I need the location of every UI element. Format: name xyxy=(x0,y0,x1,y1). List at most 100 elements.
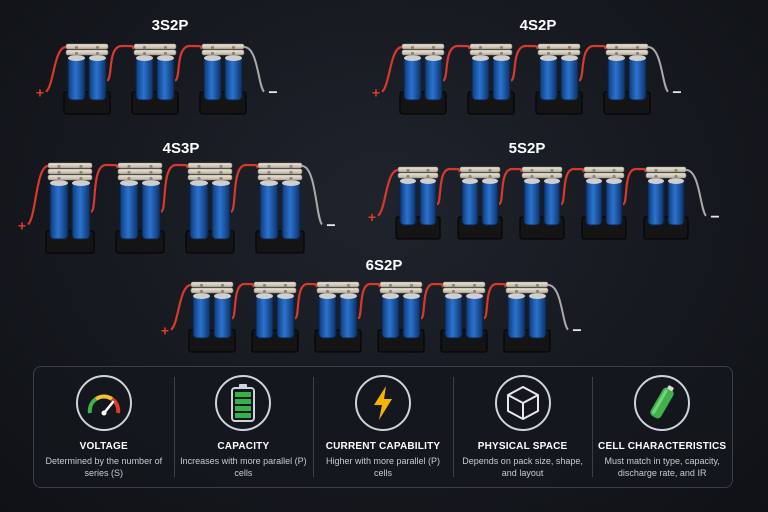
spot-weld xyxy=(199,289,204,294)
spot-weld xyxy=(635,51,640,56)
positive-lead xyxy=(45,45,67,93)
cell-cap xyxy=(668,178,684,184)
spot-weld xyxy=(409,289,414,294)
spot-weld xyxy=(95,51,100,56)
spot-weld xyxy=(289,170,293,175)
cell-cap xyxy=(277,293,294,299)
spot-weld xyxy=(550,174,554,179)
series-wire xyxy=(559,167,585,206)
spot-weld xyxy=(406,168,410,173)
battery-cell xyxy=(71,180,91,240)
nickel-strip xyxy=(187,168,233,175)
design-factors-panel: VOLTAGE Determined by the number of seri… xyxy=(33,366,733,488)
nickel-strip xyxy=(442,281,486,288)
cell-cap xyxy=(382,293,399,299)
factor-title: PHYSICAL SPACE xyxy=(477,441,568,452)
battery-cell xyxy=(224,55,243,101)
battery-cell xyxy=(88,55,107,101)
positive-terminal-label: + xyxy=(18,217,26,233)
series-wire xyxy=(577,44,607,82)
spot-weld xyxy=(346,289,351,294)
battery-cell xyxy=(560,55,579,101)
spot-weld xyxy=(614,45,619,50)
spot-weld xyxy=(451,283,456,288)
series-wire xyxy=(621,167,647,206)
negative-terminal-label: − xyxy=(326,217,335,234)
battery-cell xyxy=(156,55,175,101)
cell-cap xyxy=(256,293,273,299)
nickel-strip xyxy=(401,43,445,50)
battery-cell xyxy=(399,178,417,226)
cell-cap xyxy=(420,178,436,184)
spot-weld xyxy=(546,51,551,56)
battery-cell xyxy=(528,293,547,339)
cell-cap xyxy=(404,55,421,61)
factor-title: CAPACITY xyxy=(217,441,270,452)
spot-weld xyxy=(451,289,456,294)
nickel-strip xyxy=(253,287,297,294)
battery-cell xyxy=(135,55,154,101)
factor-title: CURRENT CAPABILITY xyxy=(325,441,441,452)
positive-terminal-label: + xyxy=(36,85,44,101)
battery-cell xyxy=(339,293,358,339)
series-wire xyxy=(173,44,203,82)
battery-cell xyxy=(471,55,490,101)
positive-terminal-label: + xyxy=(372,85,380,101)
cell-cap xyxy=(319,293,336,299)
cell-cap xyxy=(260,180,278,186)
cell-cap xyxy=(529,293,546,299)
spot-weld xyxy=(592,174,596,179)
nickel-strip xyxy=(583,172,625,179)
nickel-strip xyxy=(187,162,233,169)
spot-weld xyxy=(79,164,83,169)
pack-title: 3S2P xyxy=(152,17,189,34)
spot-weld xyxy=(149,164,153,169)
spot-weld xyxy=(197,170,201,175)
spot-weld xyxy=(74,51,79,56)
spot-weld xyxy=(267,170,271,175)
spot-weld xyxy=(592,168,596,173)
spot-weld xyxy=(142,51,147,56)
gauge-icon xyxy=(75,375,132,431)
positive-terminal-label: + xyxy=(368,209,376,225)
nickel-strip xyxy=(47,162,93,169)
spot-weld xyxy=(674,168,678,173)
cell-cap xyxy=(190,180,208,186)
battery-cell xyxy=(585,178,603,226)
cell-cap xyxy=(648,178,664,184)
series-wire xyxy=(419,282,444,320)
spot-weld xyxy=(410,45,415,50)
negative-lead xyxy=(547,284,569,331)
cell-cap xyxy=(136,55,153,61)
cell-cap xyxy=(282,180,300,186)
pack-5s2p: 5S2P+− xyxy=(368,140,720,240)
spot-weld xyxy=(262,283,267,288)
cell-cap xyxy=(586,178,602,184)
cell-cap xyxy=(120,180,138,186)
battery-cell xyxy=(628,55,647,101)
negative-terminal-label: − xyxy=(572,323,581,340)
spot-weld xyxy=(546,45,551,50)
nickel-strip xyxy=(469,49,513,56)
battery-cell xyxy=(192,293,211,339)
factor-description: Must match in type, capacity, discharge … xyxy=(604,456,720,478)
pack-6s2p: 6S2P+− xyxy=(161,257,582,353)
battery-icon xyxy=(215,375,272,431)
battery-cell xyxy=(605,178,623,226)
battery-cell xyxy=(647,178,665,226)
nickel-strip xyxy=(397,166,439,173)
factor-physical-space: PHYSICAL SPACE Depends on pack size, sha… xyxy=(452,367,593,487)
spot-weld xyxy=(127,170,131,175)
spot-weld xyxy=(149,170,153,175)
battery-cell xyxy=(259,180,279,240)
nickel-strip xyxy=(379,287,423,294)
nickel-strip xyxy=(645,172,687,179)
nickel-strip xyxy=(459,172,501,179)
factor-title: CELL CHARACTERISTICS xyxy=(598,441,727,452)
cell-cap xyxy=(212,180,230,186)
spot-weld xyxy=(289,176,293,181)
nickel-strip xyxy=(537,43,581,50)
cell-cap xyxy=(540,55,557,61)
spot-weld xyxy=(514,289,519,294)
